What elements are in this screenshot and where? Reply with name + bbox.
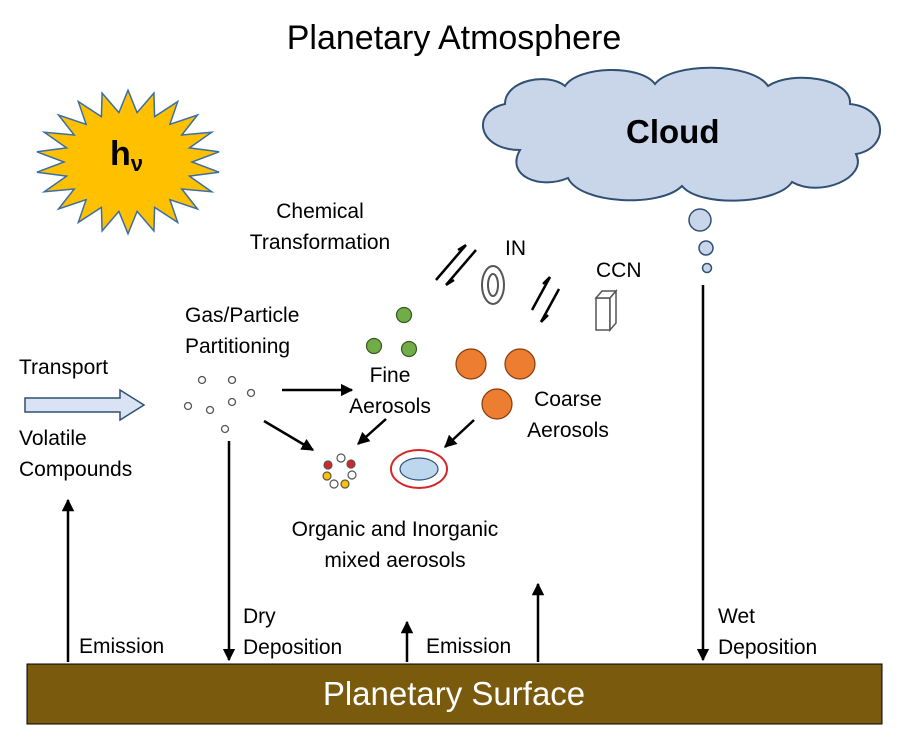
ice-nuclei-label: IN [505,237,526,260]
coarse-aerosol-particle [504,348,536,380]
coarse-line-1: Coarse [534,388,602,411]
ccn-box-icon [594,288,618,333]
wet-deposition-label: Wet Deposition [718,601,817,663]
gas-particle-line-1: Gas/Particle [185,304,300,327]
coarse-line-2: Aerosols [527,419,609,442]
gas-particle-line-2: Partitioning [185,335,291,358]
emission-mid-label: Emission [426,635,512,658]
coarse-to-mixed-arrow [444,419,475,448]
chemical-line-1: Chemical [276,200,364,223]
mixed-aerosol-bead-cluster [322,453,357,489]
volatile-compounds-label: Volatile Compounds [19,423,132,485]
gas-molecules [183,375,256,434]
coarse-aerosols-label: Coarse Aerosols [515,384,621,446]
dry-line-2: Deposition [243,636,343,659]
fine-aerosol-particle [365,337,383,355]
sun-label-base: h [110,135,131,173]
gas-particle-label: Gas/Particle Partitioning [185,300,299,362]
equilibrium-arrows-in [435,243,477,287]
fine-aerosol-particle [395,306,413,324]
planetary-surface-bar [26,663,883,725]
fine-to-mixed-arrow [357,418,387,445]
volatile-line-2: Compounds [19,458,133,481]
coarse-aerosol-particle [455,348,487,380]
ccn-label: CCN [596,259,642,282]
wet-line-2: Deposition [718,636,818,659]
transport-label: Transport [19,356,109,379]
coarse-aerosol-particle [481,388,513,420]
gas-to-mixed-arrow [263,419,315,452]
fine-line-2: Aerosols [349,395,431,418]
emission-left-label: Emission [79,635,165,658]
ice-nucleus-icon [481,265,505,305]
dry-deposition-label: Dry Deposition [243,601,342,663]
droplet-small-icon [701,262,713,274]
diagram-title: Planetary Atmosphere [286,19,622,57]
cloud-icon [482,66,882,202]
mixed-line-2: mixed aerosols [324,549,466,572]
sun-label: hν [110,134,143,184]
fine-line-1: Fine [369,364,411,387]
mixed-line-1: Organic and Inorganic [291,518,499,541]
chemical-line-2: Transformation [249,231,391,254]
mixed-aerosols-label: Organic and Inorganic mixed aerosols [265,514,525,576]
cloud-label: Cloud [626,113,720,150]
mixed-aerosol-coated-particle [390,449,448,489]
chemical-transformation-label: Chemical Transformation [240,196,400,258]
sun-icon [36,88,220,236]
transport-arrow-icon [24,388,146,422]
sun-label-sub: ν [130,151,144,176]
volatile-line-1: Volatile [19,427,87,450]
dry-line-1: Dry [243,605,276,628]
equilibrium-arrows-ccn [530,276,561,323]
surface-label: Planetary Surface [322,675,586,712]
fine-aerosols-label: Fine Aerosols [338,360,442,422]
droplet-medium-icon [698,240,714,256]
droplet-large-icon [688,208,712,232]
wet-line-1: Wet [718,605,755,628]
fine-aerosol-particle [400,340,418,358]
